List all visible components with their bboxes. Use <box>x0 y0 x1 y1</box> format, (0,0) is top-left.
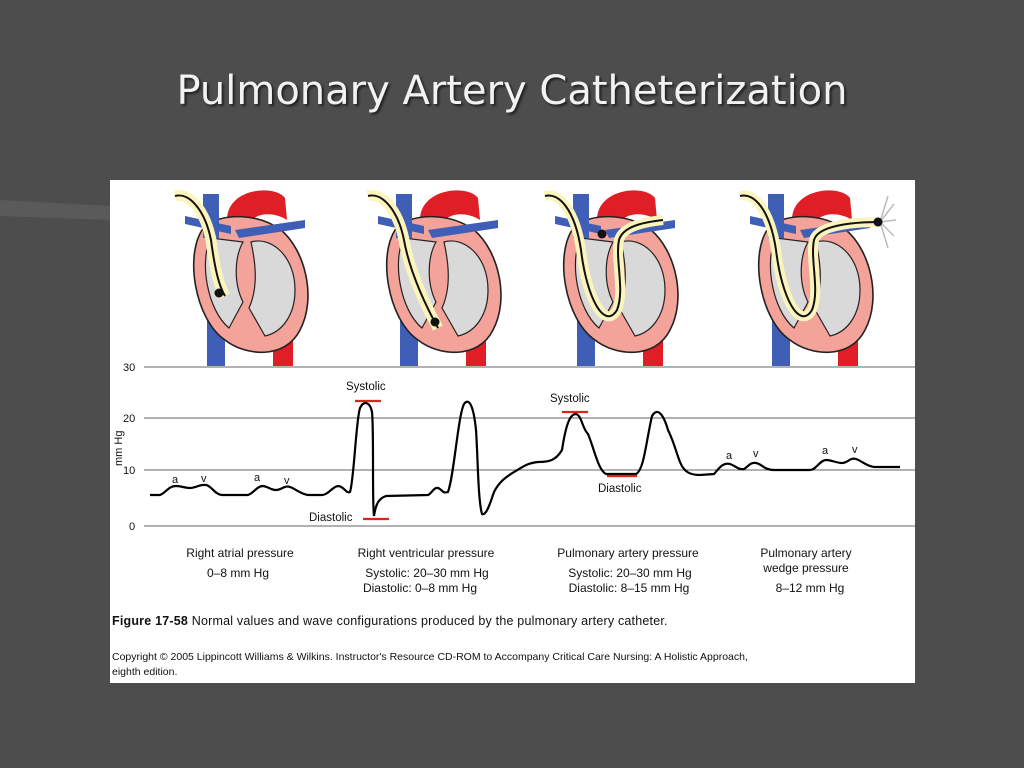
panel-pawp-title-2: wedge pressure <box>762 561 849 575</box>
pressure-waveform <box>150 400 900 517</box>
panel-pa-diastolic: Diastolic: 8–15 mm Hg <box>569 581 690 595</box>
y-tick-30: 30 <box>123 362 135 374</box>
y-axis-label: mm Hg <box>113 431 125 466</box>
panel-rv-systolic: Systolic: 20–30 mm Hg <box>365 566 488 580</box>
wave-v-label: v <box>284 475 290 487</box>
wave-v-label: v <box>753 448 759 460</box>
heart-illustration-wedge <box>738 189 897 367</box>
copyright-line-2: eighth edition. <box>112 666 178 678</box>
panel-rv-diastolic: Diastolic: 0–8 mm Hg <box>363 581 477 595</box>
panel-ra-value: 0–8 mm Hg <box>207 566 269 580</box>
panel-pawp-title-1: Pulmonary artery <box>760 546 851 560</box>
panel-ra-title: Right atrial pressure <box>186 546 294 560</box>
wave-a-label: a <box>254 472 261 484</box>
heart-illustration-pulmonary-artery <box>543 189 679 367</box>
wave-v-label: v <box>201 473 207 485</box>
rv-diastolic-label: Diastolic <box>309 512 353 524</box>
figure-svg: 30 20 10 0 mm Hg Systolic Diastolic Syst… <box>113 189 915 595</box>
wave-a-label: a <box>726 450 733 462</box>
y-axis: 30 20 10 0 mm Hg <box>113 362 915 533</box>
slide-title: Pulmonary Artery Catheterization <box>176 68 848 114</box>
panel-pawp-value: 8–12 mm Hg <box>776 581 845 595</box>
pa-diastolic-label: Diastolic <box>598 483 642 495</box>
pa-catheter-figure: 30 20 10 0 mm Hg Systolic Diastolic Syst… <box>110 180 915 683</box>
rv-systolic-label: Systolic <box>346 381 386 393</box>
figure-caption-label: Figure 17-58 <box>112 614 189 628</box>
heart-illustration-right-ventricle <box>366 189 502 367</box>
wave-a-label: a <box>172 474 179 486</box>
pa-systolic-label: Systolic <box>550 393 590 405</box>
pressure-markers <box>355 399 637 521</box>
copyright-line-1: Copyright © 2005 Lippincott Williams & W… <box>112 651 748 663</box>
panel-pa-title: Pulmonary artery pressure <box>557 546 699 560</box>
heart-illustration-right-atrium <box>173 189 309 367</box>
figure-caption-text: Normal values and wave configurations pr… <box>191 614 668 628</box>
y-tick-20: 20 <box>123 413 135 425</box>
panel-pa-systolic: Systolic: 20–30 mm Hg <box>568 566 691 580</box>
panel-rv-title: Right ventricular pressure <box>358 546 495 560</box>
figure-caption: Figure 17-58 Normal values and wave conf… <box>112 614 912 628</box>
y-tick-10: 10 <box>123 465 135 477</box>
wave-a-label: a <box>822 445 829 457</box>
wave-v-label: v <box>852 444 858 456</box>
copyright-notice: Copyright © 2005 Lippincott Williams & W… <box>112 650 912 680</box>
y-tick-0: 0 <box>129 521 135 533</box>
